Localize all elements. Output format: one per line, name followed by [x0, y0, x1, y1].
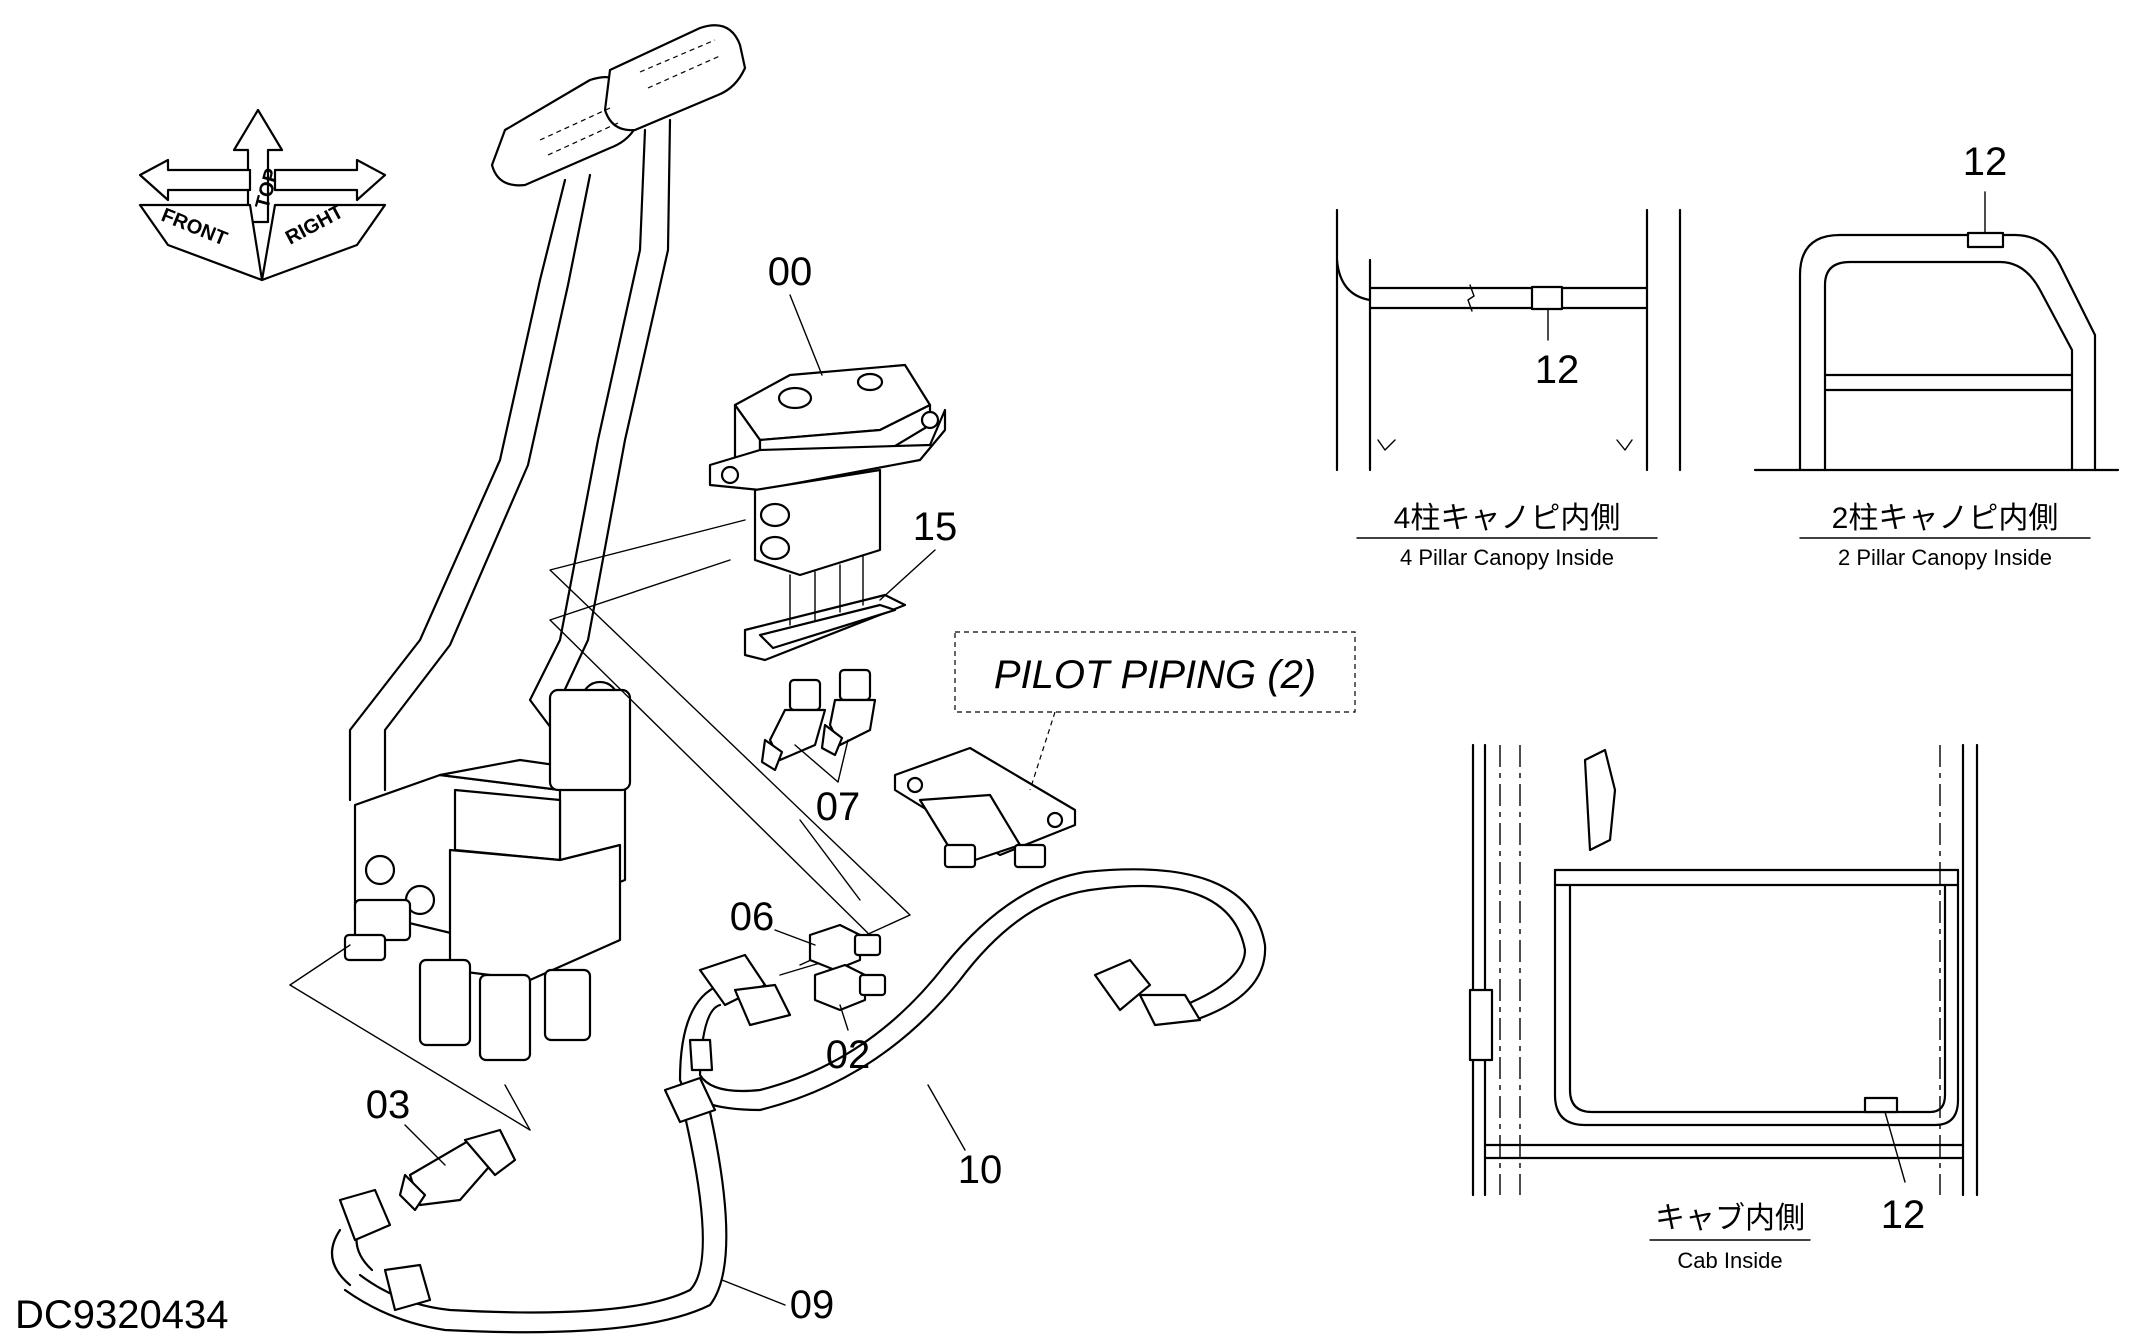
inset-cab-title-en: Cab Inside — [1677, 1248, 1782, 1273]
pilot-piping-reference-box: PILOT PIPING (2) — [954, 631, 1356, 791]
part-02-fitting — [813, 963, 887, 1012]
pilot-piping-reference-label: PILOT PIPING (2) — [994, 653, 1316, 697]
inset-two-pillar-title-en: 2 Pillar Canopy Inside — [1838, 545, 2052, 570]
pilot-piping-bracket — [893, 746, 1077, 869]
inset-cab-callout-12: 12 — [1881, 1193, 1926, 1237]
part-03-fitting — [398, 1128, 517, 1212]
inset-four-pillar-callout-12: 12 — [1535, 348, 1580, 392]
drawing-id: DC9320434 — [15, 1293, 229, 1337]
inset-four-pillar-title-en: 4 Pillar Canopy Inside — [1400, 545, 1614, 570]
part-06-fitting — [808, 923, 882, 972]
callout-06: 06 — [730, 895, 775, 939]
part-10-hose — [678, 868, 1267, 1112]
inset-two-pillar-canopy: 12 2柱キャノピ内側 2 Pillar Canopy Inside — [1753, 140, 2120, 570]
callout-15: 15 — [913, 505, 958, 549]
inset-four-pillar-title-jp: 4柱キャノピ内側 — [1394, 502, 1621, 535]
callout-10: 10 — [958, 1148, 1003, 1192]
part-00-valve — [708, 363, 947, 577]
part-15-leader-lines — [789, 554, 864, 626]
callout-09: 09 — [790, 1283, 835, 1327]
part-07-fittings — [760, 668, 877, 772]
orientation-indicator: TOP FRONT RIGHT — [138, 108, 387, 282]
inset-two-pillar-callout-12: 12 — [1963, 140, 2008, 184]
inset-two-pillar-title-jp: 2柱キャノピ内側 — [1832, 502, 2059, 535]
callout-02: 02 — [826, 1033, 871, 1077]
part-15-seal — [743, 593, 907, 662]
callouts: 00 15 07 06 02 03 10 09 — [366, 250, 1003, 1327]
callout-07: 07 — [816, 785, 861, 829]
inset-cab: 12 キャブ内側 Cab Inside — [1468, 743, 1979, 1273]
inset-four-pillar-canopy: 12 4柱キャノピ内側 4 Pillar Canopy Inside — [1335, 208, 1682, 570]
inset-cab-title-jp: キャブ内側 — [1655, 1202, 1805, 1235]
callout-00: 00 — [768, 250, 813, 294]
part-09-hose — [330, 1076, 728, 1334]
pilot-valve-assembly — [343, 680, 632, 1062]
callout-03: 03 — [366, 1083, 411, 1127]
travel-lever-handles — [348, 24, 747, 802]
